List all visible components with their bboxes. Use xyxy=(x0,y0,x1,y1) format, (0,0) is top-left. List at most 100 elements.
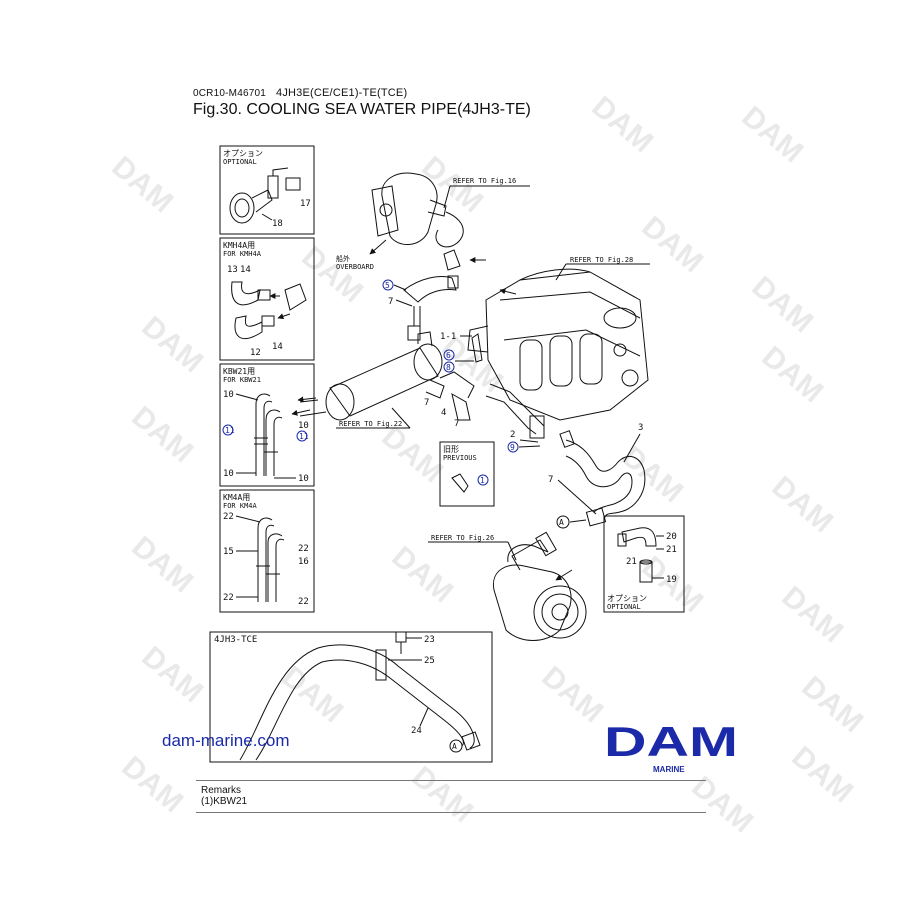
pipe xyxy=(489,383,545,427)
hose xyxy=(565,439,646,521)
watermark: DAM xyxy=(106,150,180,219)
part-number: 18 xyxy=(272,219,283,229)
clamp xyxy=(529,415,545,439)
flow-arrow xyxy=(369,239,387,255)
watermark: DAM xyxy=(126,530,200,599)
pipe-drawing xyxy=(256,517,285,602)
box-title-jp: オプション xyxy=(607,594,647,603)
watermark: DAM xyxy=(736,100,810,169)
ref-letter: A xyxy=(452,742,457,751)
seacock-drawing xyxy=(229,167,301,224)
marker-number: 6 xyxy=(446,351,451,360)
box-frame xyxy=(603,515,685,613)
hose-drawing xyxy=(231,281,307,339)
box-title-en: OPTIONAL xyxy=(223,158,257,166)
part-number: 17 xyxy=(300,199,311,209)
part-number: 7 xyxy=(454,419,459,429)
part-number: 23 xyxy=(424,635,435,645)
box-frame xyxy=(219,237,315,361)
marker-number: 5 xyxy=(385,281,390,290)
refer-label: REFER TO Fig.16 xyxy=(453,177,516,185)
divider xyxy=(196,812,706,813)
box-title-jp: 旧形 xyxy=(443,445,459,454)
marker-number: 11 xyxy=(225,426,235,435)
part-number: 14 xyxy=(272,342,283,352)
leader-line xyxy=(261,213,273,221)
part-number: 21 xyxy=(626,557,637,567)
bolt-23 xyxy=(395,631,407,654)
box-title-jp: KMH4A用 xyxy=(223,241,255,250)
marker-number: 8 xyxy=(446,363,451,372)
kbw21-box: KBW21用 FOR KBW21 10 10 10 10 11 11 xyxy=(219,363,315,487)
part-number: 24 xyxy=(411,726,422,736)
flow-arrow xyxy=(297,396,317,403)
box-title-en: FOR KBW21 xyxy=(223,376,261,384)
hose xyxy=(451,392,471,421)
box-title-en: FOR KMH4A xyxy=(223,250,262,258)
box-title-en: PREVIOUS xyxy=(443,454,477,462)
leader-line xyxy=(235,393,259,401)
part-number: 22 xyxy=(298,544,309,554)
hose xyxy=(435,211,464,248)
previous-box: 旧形 PREVIOUS 1 xyxy=(439,441,495,507)
reference-marker: 9 xyxy=(507,441,519,453)
part-number: 10 xyxy=(223,469,234,479)
watermark: DAM xyxy=(136,310,210,379)
box-title-jp: KM4A用 xyxy=(223,493,250,502)
box-title-en: FOR KM4A xyxy=(223,502,258,510)
part-number: 2 xyxy=(510,430,515,440)
kmh4a-box: KMH4A用 FOR KMH4A 13 14 12 14 xyxy=(219,237,315,361)
doc-code: 0CR10-M46701 xyxy=(193,88,266,99)
ref-letter: A xyxy=(559,518,564,527)
reference-marker: 11 xyxy=(222,424,235,436)
pipe-drawing xyxy=(254,393,283,476)
refer-label: REFER TO Fig.22 xyxy=(339,420,402,428)
watermark: DAM xyxy=(536,660,610,729)
box-title-jp: オプション xyxy=(223,149,263,158)
water-pump xyxy=(492,531,587,641)
part-number: 15 xyxy=(223,547,234,557)
watermark: DAM xyxy=(136,640,210,709)
elbow-drawing xyxy=(617,527,657,583)
refer-label: REFER TO Fig.28 xyxy=(570,256,633,264)
website-link[interactable]: dam-marine.com xyxy=(162,731,290,750)
logo-text: DAM xyxy=(604,718,738,765)
watermark: DAM xyxy=(636,210,710,279)
part-number: 10 xyxy=(298,474,309,484)
marker-number: 11 xyxy=(299,432,309,441)
watermark: DAM xyxy=(776,580,850,649)
main-assembly: REFER TO Fig.16 船外 OVERBOARD 5 7 xyxy=(291,172,650,641)
reference-marker: 5 xyxy=(382,279,394,291)
watermark: DAM xyxy=(276,660,350,729)
divider xyxy=(196,780,706,781)
flow-arrow xyxy=(499,288,517,295)
part-number: 22 xyxy=(298,597,309,607)
optional-box-top: オプション OPTIONAL 18 17 xyxy=(219,145,315,235)
remarks-title: Remarks xyxy=(201,785,242,796)
part-number: 4 xyxy=(441,408,446,418)
remarks-line: (1)KBW21 xyxy=(201,796,248,807)
part-number: 10 xyxy=(223,390,234,400)
km4a-box: KM4A用 FOR KM4A 22 15 22 16 22 22 xyxy=(219,489,315,613)
part-number: 16 xyxy=(298,557,309,567)
hose xyxy=(403,276,457,303)
part-number: 19 xyxy=(666,575,677,585)
part-number: 10 xyxy=(298,421,309,431)
box-title: 4JH3-TCE xyxy=(214,635,257,645)
box-frame xyxy=(219,489,315,613)
reference-marker: 6 xyxy=(443,349,455,361)
tce-box: 4JH3-TCE 23 25 24 A xyxy=(209,631,493,763)
optional-box-right: オプション OPTIONAL 20 21 21 19 xyxy=(603,515,685,613)
part-number: 25 xyxy=(424,656,435,666)
box-title-en: OPTIONAL xyxy=(607,603,641,611)
watermark: DAM xyxy=(786,740,860,809)
reference-marker: 11 xyxy=(296,430,309,442)
box-frame xyxy=(219,145,315,235)
refer-label: REFER TO Fig.26 xyxy=(431,534,494,542)
part-number: 7 xyxy=(388,297,393,307)
overboard-jp: 船外 xyxy=(336,254,350,263)
flow-arrow xyxy=(291,409,311,416)
heat-exchanger xyxy=(299,331,445,421)
marker-number: 1 xyxy=(480,476,485,485)
